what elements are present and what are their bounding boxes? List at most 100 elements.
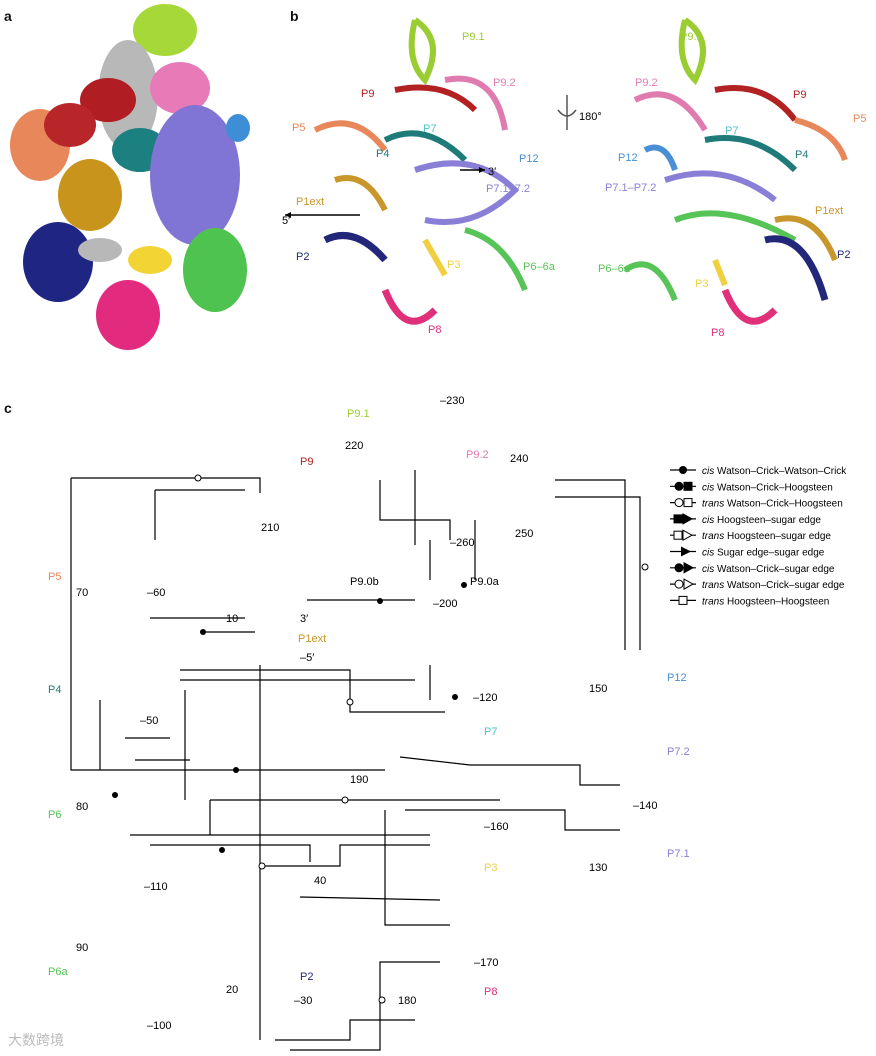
density-P2 — [23, 222, 93, 302]
interaction-markers — [112, 474, 649, 1004]
label-P9-back: P9 — [793, 89, 806, 101]
legend-symbol — [681, 546, 691, 557]
legend-label: cis Watson–Crick–Hoogsteen — [702, 482, 833, 493]
legend-symbol — [673, 513, 694, 525]
rotation-symbol: 180° — [557, 95, 602, 130]
connector-lines — [70, 470, 641, 1051]
num-180: 180 — [398, 995, 416, 1007]
label-P4-front: P4 — [376, 148, 389, 160]
num-210: 210 — [261, 522, 279, 534]
label-P4: P4 — [48, 684, 61, 696]
num-170: –170 — [474, 957, 498, 969]
num-160: –160 — [484, 821, 508, 833]
legend-item: cis Watson–Crick–sugar edge — [670, 561, 835, 575]
label-P4-back: P4 — [795, 149, 808, 161]
num-60: –60 — [147, 587, 165, 599]
label-three-prime-front: 3′ — [488, 166, 496, 178]
label-P7172-back: P7.1–P7.2 — [605, 182, 656, 194]
cryoem-density-map — [10, 4, 250, 350]
num-230: –230 — [440, 395, 464, 407]
label-P2-front: P2 — [296, 251, 309, 263]
watermark-text: 大数跨境 — [8, 1032, 64, 1048]
num-80: 80 — [76, 801, 88, 813]
density-P3 — [128, 246, 172, 274]
num-20: 20 — [226, 984, 238, 996]
label-P9.0b: P9.0b — [350, 576, 379, 588]
num-30: –30 — [294, 995, 312, 1007]
legend-label: trans Hoogsteen–Hoogsteen — [702, 596, 829, 607]
legend-label: cis Watson–Crick–sugar edge — [702, 564, 835, 575]
legend-item: trans Hoogsteen–Hoogsteen — [670, 595, 829, 607]
label-P7.1: P7.1 — [667, 848, 690, 860]
panel-label-a: a — [4, 8, 12, 24]
density-P1ext — [58, 159, 122, 231]
label-P7172-front: P7.1–7.2 — [486, 183, 530, 195]
label-P7: P7 — [484, 726, 497, 738]
legend-item: trans Watson–Crick–sugar edge — [670, 578, 845, 591]
density-grey-2 — [78, 238, 122, 262]
num-70: 70 — [76, 587, 88, 599]
label-P3-front: P3 — [447, 259, 460, 271]
label-P9.1-front: P9.1 — [462, 31, 485, 43]
num-120: –120 — [473, 692, 497, 704]
legend-item: trans Hoogsteen–sugar edge — [670, 529, 831, 542]
legend-symbol — [674, 578, 695, 590]
density-P7x — [150, 105, 240, 245]
density-P6 — [183, 228, 247, 312]
label-P8: P8 — [484, 986, 497, 998]
legend-symbol — [673, 529, 694, 542]
num-220: 220 — [345, 440, 363, 452]
helix-labels: P9.1 P9.2 P9 P5 P4 P1ext P9.0a P9.0b P12… — [48, 408, 690, 998]
label-five-prime-front: 5′ — [282, 215, 290, 227]
legend-label: cis Watson–Crick–Watson–Crick — [702, 466, 847, 477]
legend-item: cis Watson–Crick–Hoogsteen — [670, 481, 833, 493]
legend-label: trans Watson–Crick–Hoogsteen — [702, 499, 843, 510]
legend-item: cis Watson–Crick–Watson–Crick — [670, 466, 847, 477]
legend-item: cis Hoogsteen–sugar edge — [670, 513, 821, 526]
label-P2: P2 — [300, 971, 313, 983]
label-P1ext-back: P1ext — [815, 205, 843, 217]
label-P2-back: P2 — [837, 249, 850, 261]
label-P9.2-back: P9.2 — [635, 77, 658, 89]
label-P7-front: P7 — [423, 123, 436, 135]
label-P5: P5 — [48, 571, 61, 583]
label-P3-back: P3 — [695, 278, 708, 290]
num-100: –100 — [147, 1020, 171, 1032]
label-P6: P6 — [48, 809, 61, 821]
density-P9.1 — [133, 4, 197, 56]
legend-symbol — [674, 498, 693, 508]
label-P1ext: P1ext — [298, 633, 326, 645]
num-110: –110 — [144, 881, 168, 893]
label-P8-back: P8 — [711, 327, 724, 339]
num-10: 10 — [226, 613, 238, 625]
legend-symbol — [674, 561, 695, 574]
num-250: 250 — [515, 528, 533, 540]
num-240: 240 — [510, 453, 528, 465]
label-P9.1: P9.1 — [347, 408, 370, 420]
label-P66a-back: P6–6a — [598, 263, 631, 275]
legend-label: trans Watson–Crick–sugar edge — [702, 580, 845, 591]
num-90: 90 — [76, 942, 88, 954]
label-P9.1-back: P9.1 — [680, 31, 703, 43]
density-P5-dark — [44, 103, 96, 147]
label-P1ext-front: P1ext — [296, 196, 324, 208]
num-200: –200 — [433, 598, 457, 610]
label-P9.0a: P9.0a — [470, 576, 500, 588]
ribbon-view-back: P9.1 P9.2 P9 P5 P7 P4 P12 P7.1–P7.2 P1ex… — [598, 17, 866, 339]
panel-label-b: b — [290, 8, 299, 24]
label-P8-front: P8 — [428, 324, 441, 336]
density-blobs — [10, 4, 250, 350]
num-150: 150 — [589, 683, 607, 695]
density-P9.2 — [150, 62, 210, 114]
label-P3: P3 — [484, 862, 497, 874]
secondary-structure-diagram: P9.1 P9.2 P9 P5 P4 P1ext P9.0a P9.0b P12… — [48, 395, 847, 1051]
ribbon-structure-views: P9.1 P9.2 P9 P5 P7 P4 P12 3′ P7.1–7.2 P1… — [282, 17, 866, 339]
label-P9.2-front: P9.2 — [493, 77, 516, 89]
num-190: 190 — [350, 774, 368, 786]
label-P7-back: P7 — [725, 125, 738, 137]
residue-numbers: –230 220 240 210 250 –260 70 –60 10 –200… — [76, 395, 657, 1032]
label-P12-front: P12 — [519, 153, 539, 165]
num-260: –260 — [450, 537, 474, 549]
label-P12-back: P12 — [618, 152, 638, 164]
num-140: –140 — [633, 800, 657, 812]
